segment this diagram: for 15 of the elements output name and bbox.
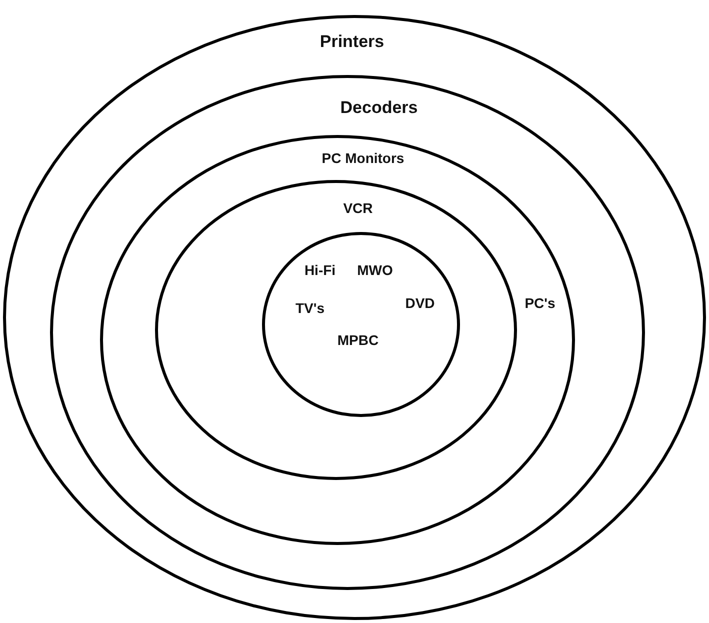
ellipse [155, 180, 517, 480]
category-label: PC Monitors [322, 150, 404, 166]
ellipse [50, 75, 645, 590]
category-label: Printers [320, 32, 384, 52]
ellipse [3, 15, 706, 620]
category-label: TV's [296, 300, 324, 316]
category-label: Decoders [340, 98, 418, 118]
ellipse [100, 135, 575, 545]
category-label: MWO [357, 262, 393, 278]
category-label: PC's [524, 295, 556, 311]
category-label: DVD [405, 295, 435, 311]
category-label: VCR [343, 200, 373, 216]
ellipse [262, 232, 460, 417]
category-label: Hi-Fi [304, 262, 336, 278]
category-label: MPBC [337, 332, 379, 348]
